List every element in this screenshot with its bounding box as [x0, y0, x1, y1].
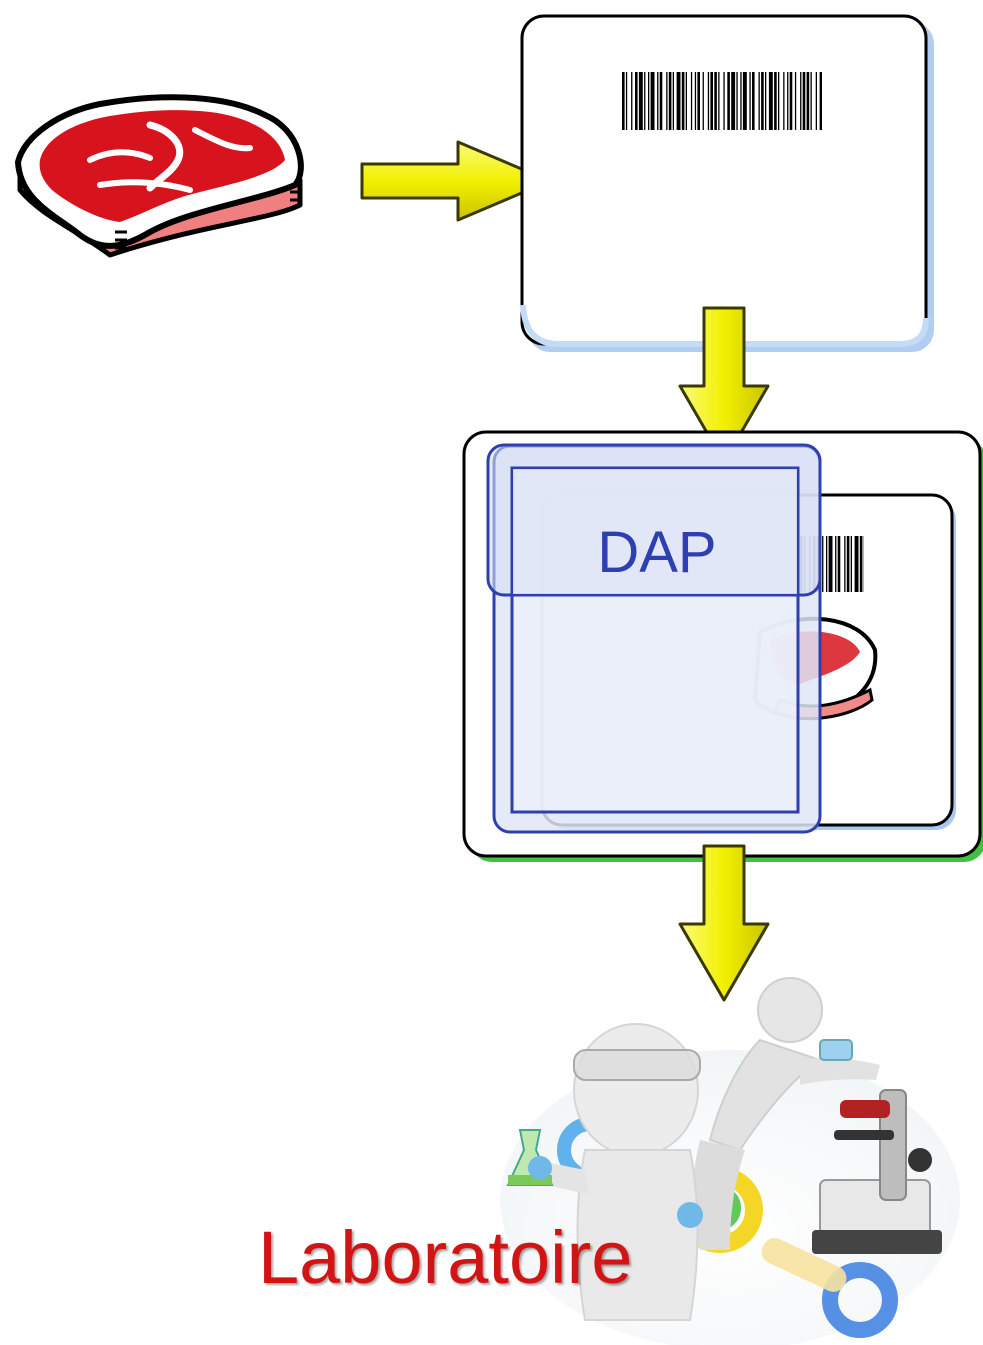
barcode-bar: [742, 72, 747, 130]
barcode-bar: [731, 72, 736, 130]
meat-steak-icon: [15, 94, 304, 258]
barcode-bar: [666, 72, 668, 130]
barcode-bar: [740, 72, 742, 130]
barcode-bar: [800, 72, 802, 130]
barcode-bar: [668, 72, 672, 130]
barcode-bar: [815, 72, 817, 130]
barcode-bar: [622, 72, 625, 130]
barcode-bar: [702, 72, 704, 130]
barcode-icon: [622, 72, 822, 130]
barcode-bar: [690, 72, 693, 130]
barcode-bar: [826, 536, 828, 592]
arrow-down-1: [678, 306, 770, 464]
barcode-bar: [723, 72, 725, 130]
barcode-bar: [789, 72, 793, 130]
barcode-bar: [672, 72, 674, 130]
barcode-bar: [783, 72, 785, 130]
barcode-bar: [676, 72, 681, 130]
barcode-bar: [644, 72, 646, 130]
barcode-bar: [828, 536, 833, 592]
barcode-bar: [657, 72, 659, 130]
barcode-bar: [768, 72, 773, 130]
barcode-bar: [694, 72, 697, 130]
barcode-bar: [752, 72, 755, 130]
barcode-bar: [822, 536, 824, 592]
barcode-bar: [638, 72, 643, 130]
barcode-bar: [650, 72, 655, 130]
barcode-bar: [749, 72, 751, 130]
barcode-bar: [635, 72, 638, 130]
barcode-bar: [802, 72, 806, 130]
lab-workers-icon: [500, 977, 960, 1345]
barcode-bar: [835, 536, 837, 592]
barcode-bar: [765, 72, 767, 130]
barcode-bar: [787, 72, 789, 130]
barcode-bar: [685, 72, 687, 130]
barcode-bar: [714, 72, 717, 130]
barcode-bar: [648, 72, 650, 130]
barcode-bar: [761, 72, 764, 130]
barcode-bar: [846, 536, 850, 592]
barcode-bar: [819, 72, 822, 130]
barcode-bar: [710, 72, 713, 130]
barcode-bar: [810, 72, 812, 130]
arrow-right-1: [360, 140, 552, 222]
barcode-bar: [850, 536, 852, 592]
microscope-icon: [812, 1089, 942, 1254]
barcode-bar: [736, 72, 738, 130]
barcode-bar: [758, 72, 760, 130]
barcode-bar: [859, 536, 863, 592]
arrow-down-2: [678, 844, 770, 1002]
barcode-bar: [718, 72, 720, 130]
barcode-bar: [659, 72, 663, 130]
laboratoire-label: Laboratoire: [258, 1215, 633, 1299]
barcode-bar: [625, 72, 628, 130]
barcode-bar: [806, 72, 810, 130]
barcode-bar: [681, 72, 685, 130]
barcode-bar: [778, 72, 780, 130]
barcode-bar: [844, 536, 846, 592]
label-card: [520, 14, 934, 352]
barcode-bar: [631, 72, 633, 130]
barcode-bar: [774, 72, 777, 130]
barcode-bar: [697, 72, 700, 130]
dap-document: [486, 443, 822, 834]
barcode-bar: [837, 536, 841, 592]
barcode-bar: [727, 72, 730, 130]
dap-label: DAP: [597, 519, 717, 585]
barcode-bar: [794, 72, 797, 130]
barcode-bar: [854, 536, 859, 592]
barcode-bar: [707, 72, 710, 130]
